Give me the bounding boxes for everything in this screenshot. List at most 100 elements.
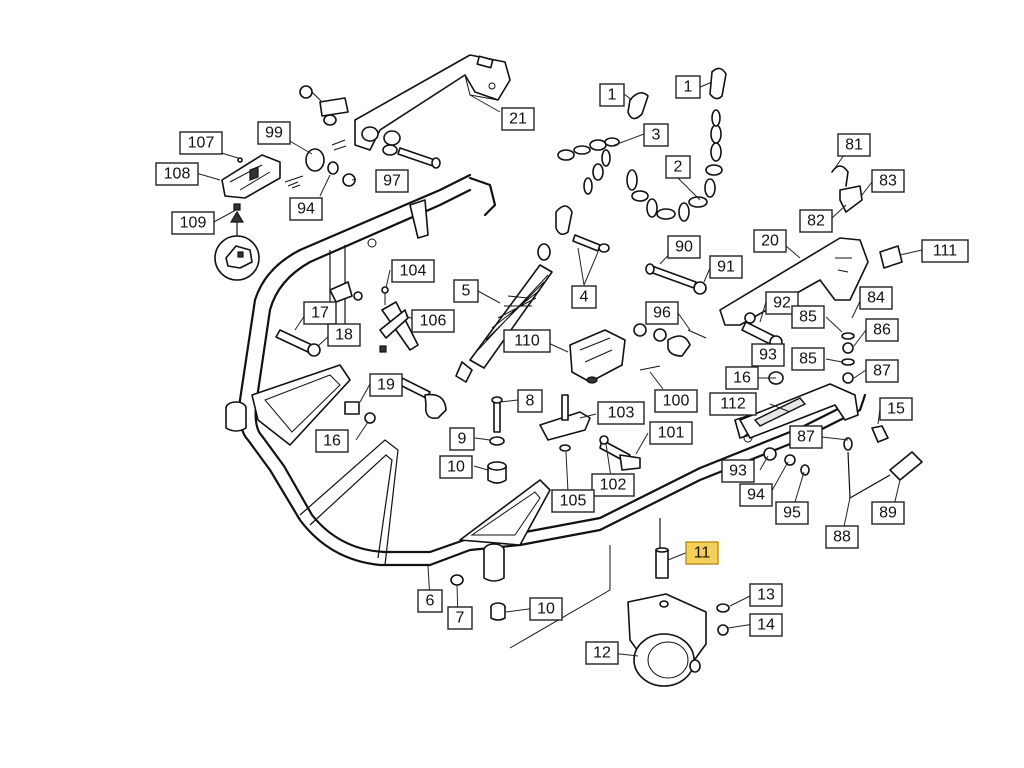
label-90: 90 bbox=[667, 235, 701, 259]
bracket-103 bbox=[539, 394, 591, 452]
label-93a: 93 bbox=[751, 343, 785, 367]
svg-text:102: 102 bbox=[600, 477, 627, 494]
label-101: 101 bbox=[649, 421, 693, 445]
label-87a: 87 bbox=[865, 359, 899, 383]
label-83: 83 bbox=[871, 169, 905, 193]
svg-text:94: 94 bbox=[297, 201, 315, 218]
label-12: 12 bbox=[585, 641, 619, 665]
label-91: 91 bbox=[709, 255, 743, 279]
label-110: 110 bbox=[503, 329, 551, 353]
svg-text:10: 10 bbox=[447, 459, 465, 476]
label-19: 19 bbox=[369, 373, 403, 397]
label-1b: 1 bbox=[675, 75, 701, 99]
label-6: 6 bbox=[417, 589, 443, 613]
label-14: 14 bbox=[749, 613, 783, 637]
svg-text:104: 104 bbox=[400, 263, 427, 280]
label-5: 5 bbox=[453, 279, 479, 303]
svg-text:16: 16 bbox=[733, 370, 751, 387]
label-99: 99 bbox=[257, 121, 291, 145]
svg-text:103: 103 bbox=[608, 405, 635, 422]
label-89: 89 bbox=[871, 501, 905, 525]
svg-text:105: 105 bbox=[560, 493, 587, 510]
hardware-96 bbox=[633, 323, 707, 357]
label-95: 95 bbox=[775, 501, 809, 525]
bolt-8-9-10 bbox=[487, 396, 507, 484]
label-102: 102 bbox=[591, 473, 635, 497]
quick-links-1 bbox=[627, 67, 727, 120]
label-85a: 85 bbox=[791, 305, 825, 329]
svg-text:21: 21 bbox=[509, 111, 527, 128]
svg-text:81: 81 bbox=[845, 137, 863, 154]
bracket-111 bbox=[879, 245, 903, 269]
caster-wheel-12 bbox=[627, 518, 730, 687]
svg-text:2: 2 bbox=[674, 159, 683, 176]
svg-text:15: 15 bbox=[887, 401, 905, 418]
label-82: 82 bbox=[799, 209, 833, 233]
label-92: 92 bbox=[765, 291, 799, 315]
nut-16-left bbox=[344, 401, 376, 424]
clamp-near-104 bbox=[329, 281, 363, 303]
label-15: 15 bbox=[879, 397, 913, 421]
svg-text:96: 96 bbox=[653, 305, 671, 322]
label-20: 20 bbox=[753, 229, 787, 253]
label-104: 104 bbox=[391, 259, 435, 283]
svg-text:87: 87 bbox=[873, 363, 891, 380]
label-18: 18 bbox=[327, 323, 361, 347]
callout-labels: 107 108 109 99 97 94 21 1 1 3 2 81 83 82… bbox=[155, 75, 969, 665]
label-105: 105 bbox=[551, 489, 595, 513]
svg-text:90: 90 bbox=[675, 239, 693, 256]
svg-text:109: 109 bbox=[180, 215, 207, 232]
svg-text:6: 6 bbox=[426, 593, 435, 610]
svg-text:89: 89 bbox=[879, 505, 897, 522]
arm-hardware bbox=[299, 85, 441, 169]
svg-text:91: 91 bbox=[717, 259, 735, 276]
label-94a: 94 bbox=[289, 197, 323, 221]
svg-text:10: 10 bbox=[537, 601, 555, 618]
label-93b: 93 bbox=[721, 459, 755, 483]
label-4: 4 bbox=[571, 285, 597, 309]
assembly-guide bbox=[509, 545, 611, 649]
svg-text:112: 112 bbox=[720, 396, 746, 413]
label-97: 97 bbox=[375, 169, 409, 193]
svg-text:83: 83 bbox=[879, 173, 897, 190]
label-21: 21 bbox=[501, 107, 535, 131]
svg-text:19: 19 bbox=[377, 377, 395, 394]
label-108: 108 bbox=[155, 162, 199, 186]
svg-text:86: 86 bbox=[873, 322, 891, 339]
label-94b: 94 bbox=[739, 483, 773, 507]
arrow-up-icon bbox=[229, 210, 245, 236]
svg-text:4: 4 bbox=[580, 289, 589, 306]
label-87b: 87 bbox=[789, 425, 823, 449]
svg-text:82: 82 bbox=[807, 213, 825, 230]
svg-text:107: 107 bbox=[188, 135, 215, 152]
label-81: 81 bbox=[837, 133, 871, 157]
label-96: 96 bbox=[645, 301, 679, 325]
label-16a: 16 bbox=[315, 429, 349, 453]
label-7: 7 bbox=[447, 606, 473, 630]
svg-text:95: 95 bbox=[783, 505, 801, 522]
svg-text:93: 93 bbox=[729, 463, 747, 480]
shackle-19 bbox=[397, 377, 447, 420]
chain-2 bbox=[626, 109, 723, 222]
label-109: 109 bbox=[171, 211, 215, 235]
label-86: 86 bbox=[865, 318, 899, 342]
bushing-10-lower bbox=[490, 602, 506, 621]
label-10b: 10 bbox=[529, 597, 563, 621]
svg-text:18: 18 bbox=[335, 327, 353, 344]
svg-text:3: 3 bbox=[652, 127, 661, 144]
svg-text:99: 99 bbox=[265, 125, 283, 142]
spring-5 bbox=[455, 243, 553, 383]
label-112: 112 bbox=[709, 392, 757, 416]
upper-lift-arm bbox=[354, 54, 511, 151]
svg-text:14: 14 bbox=[757, 617, 775, 634]
svg-text:93: 93 bbox=[759, 347, 777, 364]
label-88: 88 bbox=[825, 525, 859, 549]
svg-text:9: 9 bbox=[458, 431, 467, 448]
stack-85-87 bbox=[841, 332, 855, 384]
washers-93-95 bbox=[763, 447, 810, 476]
svg-text:111: 111 bbox=[933, 243, 957, 260]
svg-text:106: 106 bbox=[420, 313, 447, 330]
svg-text:1: 1 bbox=[608, 87, 617, 104]
label-9: 9 bbox=[449, 427, 475, 451]
magnifier-detail-icon bbox=[214, 235, 260, 281]
